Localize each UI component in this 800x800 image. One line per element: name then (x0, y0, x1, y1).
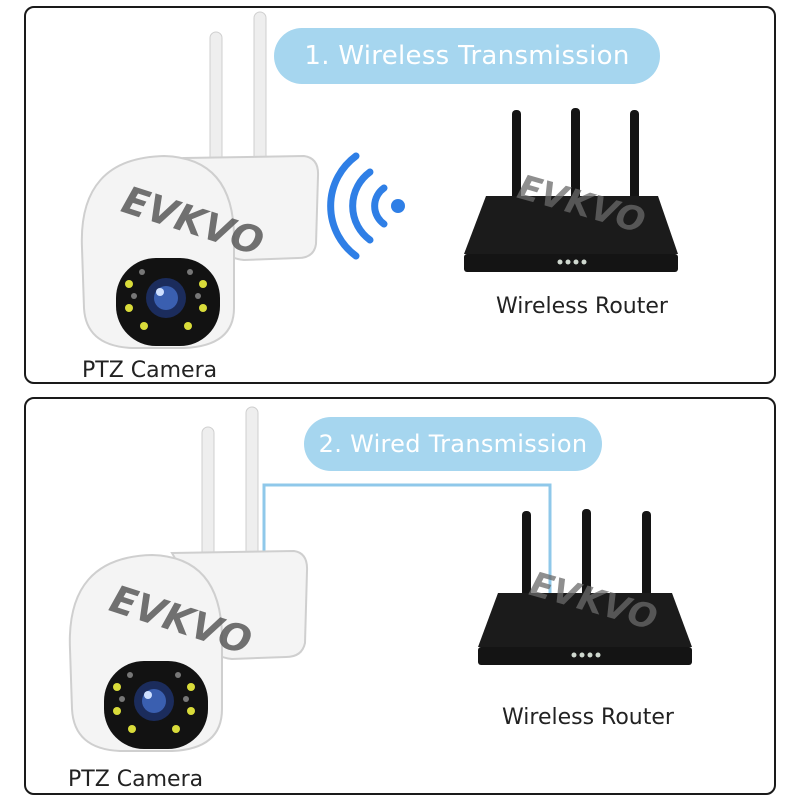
section-title-wired: 2. Wired Transmission (304, 417, 602, 471)
wifi-icon (327, 152, 405, 260)
camera-label: PTZ Camera (82, 358, 218, 383)
section-title-wireless: 1. Wireless Transmission (274, 28, 660, 84)
router-label: Wireless Router (496, 294, 668, 319)
wired-transmission-panel: 2. Wired Transmission EVKVO EVKVO (24, 397, 776, 795)
ptz-camera-image: EVKVO (68, 406, 309, 752)
ptz-camera-image: EVKVO (80, 11, 320, 349)
camera-label: PTZ Camera (68, 767, 204, 792)
router-label: Wireless Router (502, 705, 674, 730)
ethernet-cable (262, 483, 552, 595)
wireless-router-image: EVKVO (478, 509, 692, 665)
wireless-router-image: EVKVO (464, 108, 678, 272)
wireless-transmission-panel: 1. Wireless Transmission EVKVO (24, 6, 776, 384)
